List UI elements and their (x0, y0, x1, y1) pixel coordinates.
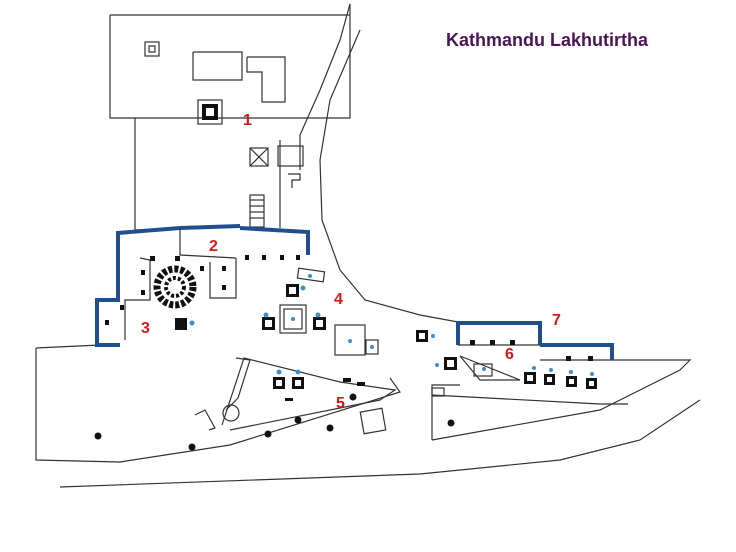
area-label-5: 5 (336, 395, 345, 412)
area-6-7-structures (431, 321, 628, 427)
area-5-enclosure (94, 357, 397, 451)
area-label-1: 1 (243, 112, 252, 129)
area-label-6: 6 (505, 346, 514, 363)
area-4-shrines (262, 267, 435, 356)
map-title: Kathmandu Lakhutirtha (446, 30, 649, 50)
area-label-4: 4 (334, 291, 343, 308)
area-2-walls (95, 224, 310, 347)
area-label-7: 7 (552, 312, 561, 329)
stone-circle (153, 265, 197, 309)
area-1-compound (144, 41, 304, 228)
area-3-shrine (175, 318, 195, 330)
area-label-2: 2 (209, 238, 218, 255)
area-label-3: 3 (141, 320, 150, 337)
site-boundary (35, 3, 701, 488)
wall-posts (105, 255, 300, 325)
